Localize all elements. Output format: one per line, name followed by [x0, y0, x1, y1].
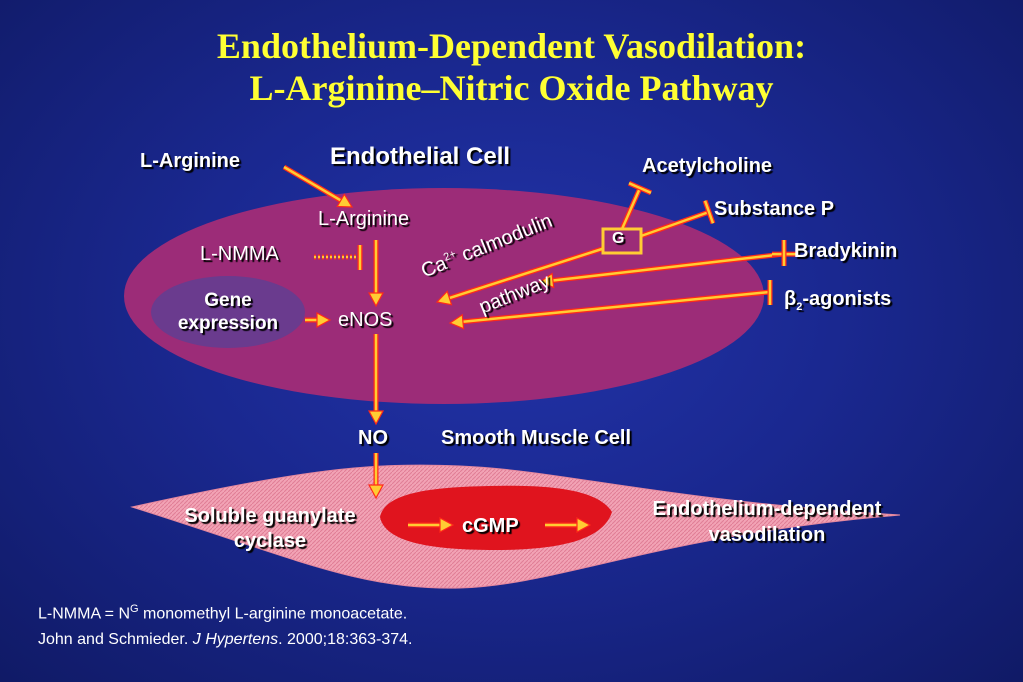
arrow-layer — [282, 164, 796, 534]
title-line-1: Endothelium-Dependent Vasodilation: — [216, 26, 807, 66]
arrow-guanylate-to-cgmp-head — [439, 516, 455, 534]
footnote-1-suffix: monomethyl L-arginine monoacetate. — [138, 605, 408, 623]
arrow-bradykinin-shaft — [552, 252, 785, 282]
acetylcholine-label: Acetylcholine — [642, 155, 773, 177]
arrow-l-arginine-entry-head — [336, 193, 354, 208]
vasodilation-line-1: Endothelium-dependent — [652, 498, 882, 520]
no-label: NO — [358, 427, 388, 449]
gene-expression-shape — [151, 276, 305, 348]
gene-expression-line-2: expression — [177, 313, 279, 334]
footnote-2-prefix: John and Schmieder. — [38, 631, 193, 648]
arrow-l-arginine-to-enos-head — [367, 292, 385, 308]
g-protein-box — [601, 227, 643, 255]
arrow-cgmp-to-vasodilation-head — [576, 516, 592, 534]
substance-p-label: Substance P — [714, 198, 835, 220]
vasodilation-line-2: vasodilation — [708, 524, 826, 546]
smooth-muscle-cell-label: Smooth Muscle Cell — [441, 427, 632, 449]
arrow-g-to-calcium-head — [435, 290, 453, 306]
arrow-beta2-shaft — [462, 290, 771, 323]
receptor-acetylcholine-shaft — [620, 187, 642, 230]
footnote-abbreviation: L-NMMA = NG monomethyl L-arginine monoac… — [38, 603, 407, 623]
arrow-beta2-head — [448, 313, 465, 330]
receptor-substance-p-shaft — [640, 210, 710, 238]
footnote-2-suffix: . 2000;18:363-374. — [278, 631, 413, 648]
title-line-2: L-Arginine–Nitric Oxide Pathway — [249, 68, 774, 108]
l-arginine-inner-label: L-Arginine — [318, 208, 410, 230]
arrow-enos-to-no-head — [367, 410, 385, 426]
endothelium-dependent-vasodilation-label: Endothelium-dependent vasodilation — [610, 496, 924, 548]
footnote-1-prefix: L-NMMA = N — [38, 605, 131, 623]
arrow-no-to-guanylate-head — [367, 484, 385, 500]
beta-suffix: -agonists — [802, 288, 892, 310]
footnote-citation: John and Schmieder. J Hypertens. 2000;18… — [38, 631, 412, 649]
arrow-gene-to-enos-head — [316, 311, 332, 329]
gene-expression-line-1: Gene — [204, 290, 252, 311]
l-nmma-label: L-NMMA — [200, 243, 279, 265]
guanylate-line-2: cyclase — [233, 530, 307, 552]
arrow-l-arginine-entry-shaft — [283, 165, 342, 202]
endothelial-cell-label: Endothelial Cell — [330, 143, 511, 170]
receptor-acetylcholine-bar — [628, 182, 652, 194]
beta-subscript: 2 — [796, 301, 803, 313]
beta-symbol: β — [784, 288, 797, 310]
receptor-substance-p-bar — [703, 200, 715, 224]
gene-expression-label: Gene expression — [160, 289, 296, 335]
footnote-2-journal: J Hypertens — [192, 631, 279, 648]
cgmp-label: cGMP — [462, 515, 519, 537]
beta2-agonists-label: β2-agonists — [784, 288, 891, 313]
arrow-g-to-calcium-shaft — [448, 246, 606, 300]
bradykinin-label: Bradykinin — [794, 240, 898, 262]
footnote-1-sup: G — [130, 603, 139, 615]
l-arginine-outer-label: L-Arginine — [140, 150, 240, 172]
cgmp-core-shape — [380, 485, 612, 550]
guanylate-line-1: Soluble guanylate — [184, 505, 356, 527]
arrow-bradykinin-head — [538, 272, 555, 289]
soluble-guanylate-cyclase-label: Soluble guanylate cyclase — [150, 504, 390, 554]
g-protein-label: G — [612, 230, 625, 247]
enos-label: eNOS — [338, 309, 393, 331]
